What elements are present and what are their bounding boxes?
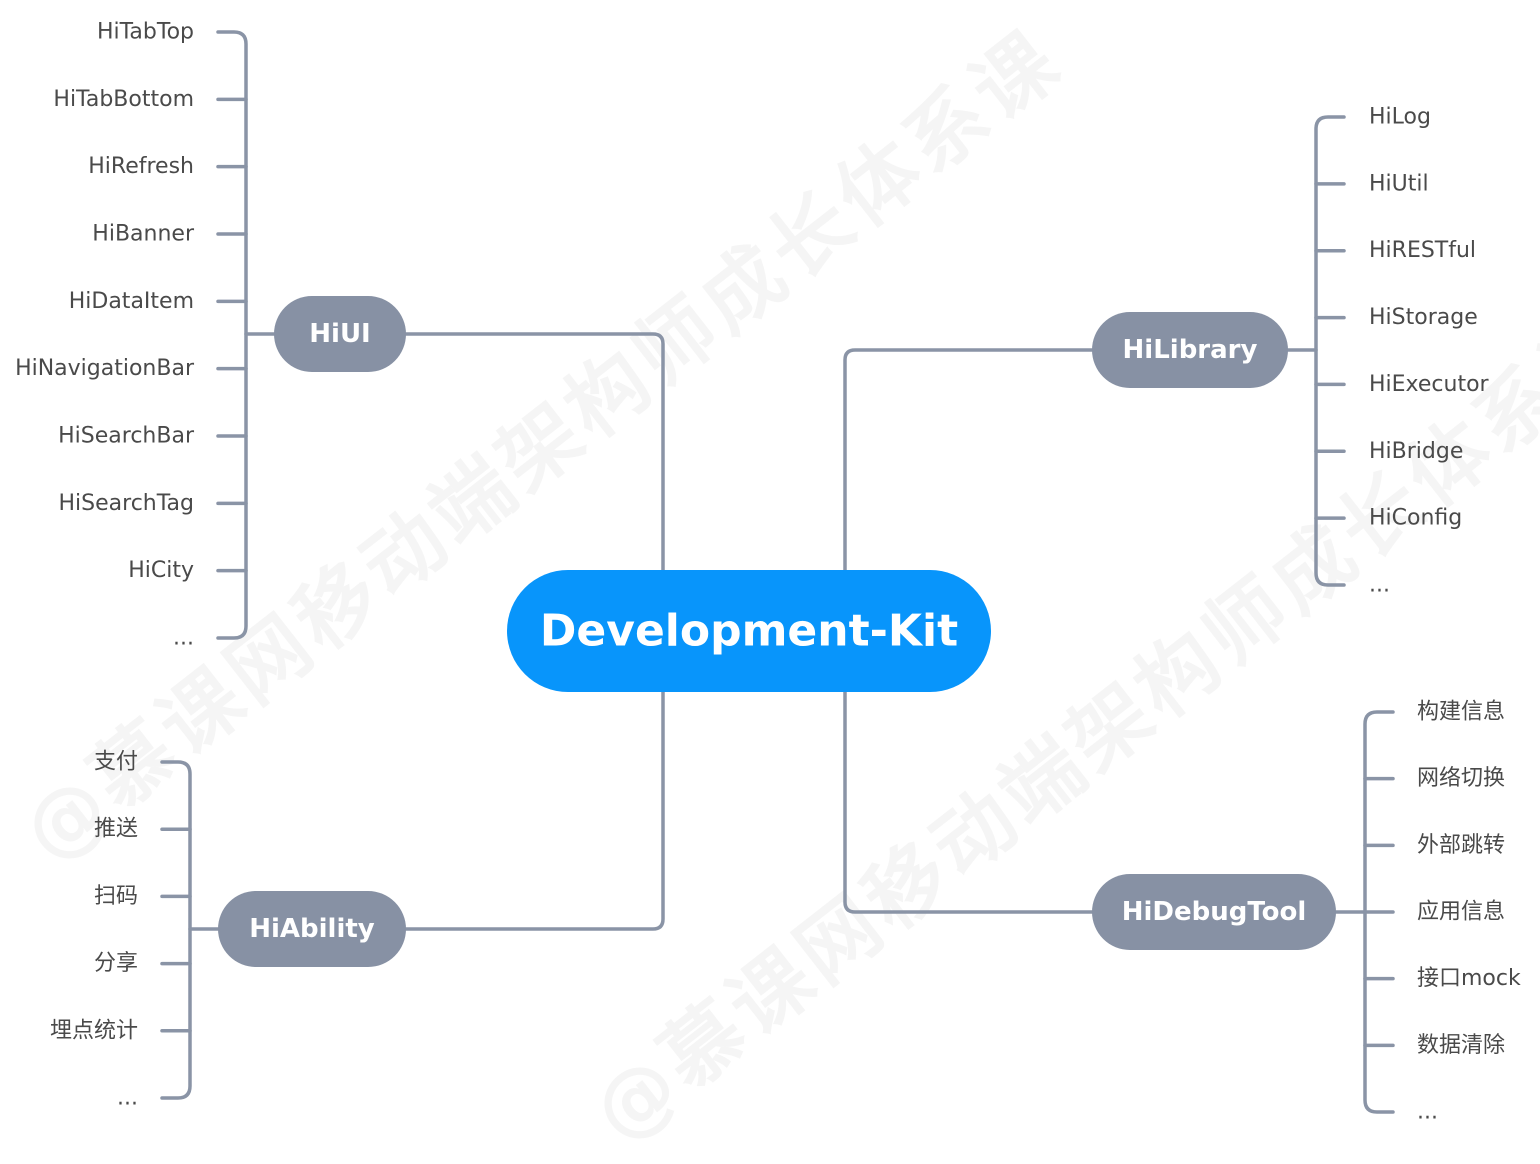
branch-hilibrary-bracket — [1314, 115, 1346, 587]
branch-hidebugtool-node-label: HiDebugTool — [1122, 897, 1307, 927]
branch-hilibrary-connector — [843, 348, 1094, 572]
branch-hidebugtool-item-mock: 接口mock — [1417, 966, 1521, 991]
central-node-label: Development-Kit — [540, 606, 958, 657]
branch-hilibrary-node — [1092, 312, 1288, 388]
branch-hiui-item-item-9: ... — [173, 626, 194, 651]
branch-hiui-item-hidataitem: HiDataItem — [69, 289, 194, 314]
branch-hiui-item-hibanner: HiBanner — [92, 222, 195, 247]
branch-hidebugtool-item-item-1: 网络切换 — [1417, 766, 1505, 791]
branch-hilibrary-item-hiutil: HiUtil — [1369, 171, 1429, 196]
branch-hidebugtool-item-item-2: 外部跳转 — [1417, 833, 1505, 858]
branch-hiui-connector — [404, 332, 665, 572]
branch-hiui-node-label: HiUI — [309, 319, 370, 349]
branch-hiability-item-item-3: 分享 — [94, 951, 138, 976]
branch-hiui-item-hisearchtag: HiSearchTag — [59, 491, 194, 516]
branch-hidebugtool-node — [1092, 874, 1336, 950]
branch-hiability-item-item-0: 支付 — [94, 750, 138, 775]
branch-hilibrary-node-label: HiLibrary — [1123, 335, 1258, 365]
branch-hilibrary-item-historage: HiStorage — [1369, 305, 1478, 330]
branch-hidebugtool-connector — [843, 690, 1094, 914]
branch-hilibrary-item-hilog: HiLog — [1369, 105, 1431, 130]
branch-hilibrary-item-hiexecutor: HiExecutor — [1369, 372, 1490, 397]
branch-hiability-node-label: HiAbility — [249, 914, 375, 944]
branch-hiability-node — [218, 891, 406, 967]
branch-hiability-connector — [404, 690, 665, 931]
branch-hiability-item-item-2: 扫码 — [94, 884, 138, 909]
branch-hiability-item-item-4: 埋点统计 — [50, 1018, 138, 1043]
central-node — [507, 570, 991, 692]
branch-hiui-item-hitabtop: HiTabTop — [97, 20, 194, 45]
branch-hilibrary-item-hirestful: HiRESTful — [1369, 238, 1476, 263]
branch-hiui-item-hitabbottom: HiTabBottom — [53, 87, 194, 112]
branch-hidebugtool-item-item-6: ... — [1417, 1100, 1438, 1125]
branch-hiability-bracket — [160, 760, 192, 1100]
branch-hidebugtool-item-item-5: 数据清除 — [1417, 1033, 1505, 1058]
branch-hilibrary-item-item-7: ... — [1369, 573, 1390, 598]
branch-hiui-item-hinavigationbar: HiNavigationBar — [15, 356, 195, 381]
branch-hiui-item-hisearchbar: HiSearchBar — [58, 424, 195, 449]
branch-hidebugtool-item-item-0: 构建信息 — [1417, 700, 1505, 725]
branch-hilibrary-item-hibridge: HiBridge — [1369, 439, 1463, 464]
branch-hiability-item-item-1: 推送 — [94, 817, 138, 842]
branch-hiui-bracket — [216, 30, 248, 640]
branch-hiui-item-hirefresh: HiRefresh — [88, 154, 194, 179]
branch-hiability-item-item-5: ... — [117, 1086, 138, 1111]
branch-hiui-item-hicity: HiCity — [128, 558, 194, 583]
branch-hiui-node — [274, 296, 406, 372]
branch-hidebugtool-item-item-3: 应用信息 — [1417, 900, 1505, 925]
branch-hilibrary-item-hiconfig: HiConfig — [1369, 506, 1462, 531]
